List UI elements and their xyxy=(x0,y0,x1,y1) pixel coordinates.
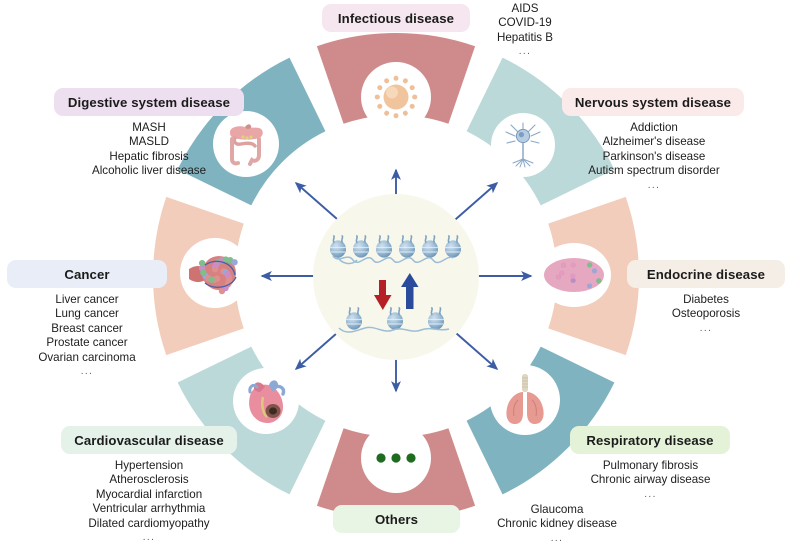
item-infectious-1: COVID-19 xyxy=(498,16,552,30)
label-pill-cardiovascular[interactable]: Cardiovascular disease xyxy=(61,426,237,454)
ellipsis-nervous: ... xyxy=(647,179,661,191)
icon-circle-cancer xyxy=(180,238,250,308)
icon-circle-nervous xyxy=(491,113,555,177)
icon-circle-respiratory xyxy=(490,365,560,435)
nucleosome xyxy=(428,307,444,330)
item-digestive-3: Alcoholic liver disease xyxy=(91,164,207,178)
item-digestive-1: MASLD xyxy=(129,135,169,149)
item-respiratory-0: Pulmonary fibrosis xyxy=(602,459,699,472)
label-text-respiratory: Respiratory disease xyxy=(586,432,714,448)
item-cardiovascular-1: Atherosclerosis xyxy=(109,473,189,487)
neuron-icon xyxy=(505,122,541,168)
nucleosome xyxy=(399,235,415,258)
label-text-endocrine: Endocrine disease xyxy=(646,266,766,282)
item-nervous-2: Parkinson's disease xyxy=(602,149,706,163)
label-pill-digestive[interactable]: Digestive system disease xyxy=(54,88,244,116)
nucleosome xyxy=(422,235,438,258)
icon-circle-others xyxy=(361,423,431,493)
item-endocrine-1: Osteoporosis xyxy=(671,307,741,321)
label-pill-nervous[interactable]: Nervous system disease xyxy=(562,88,744,116)
nucleosome xyxy=(346,307,362,330)
decompaction-up-arrow xyxy=(401,273,419,309)
icon-circle-infectious xyxy=(361,62,431,132)
item-cancer-1: Lung cancer xyxy=(55,307,119,321)
ellipsis-cardiovascular: ... xyxy=(142,532,156,544)
item-infectious-0: AIDS xyxy=(511,2,539,15)
label-text-infectious: Infectious disease xyxy=(337,10,455,26)
label-pill-cancer[interactable]: Cancer xyxy=(7,260,167,288)
item-cancer-2: Breast cancer xyxy=(51,321,123,335)
item-digestive-2: Hepatic fibrosis xyxy=(109,149,189,163)
item-digestive-0: MASH xyxy=(132,121,166,134)
ellipsis-others: ... xyxy=(550,532,564,544)
nucleosome-graphic xyxy=(330,235,461,333)
label-pill-endocrine[interactable]: Endocrine disease xyxy=(627,260,785,288)
icon-circle-endocrine xyxy=(537,243,611,307)
pancreatic-islet-icon xyxy=(544,258,604,292)
ellipsis-infectious: ... xyxy=(518,46,532,58)
nucleosome xyxy=(376,235,392,258)
item-nervous-1: Alzheimer's disease xyxy=(602,135,706,149)
icon-circle-cardiovascular xyxy=(233,368,299,434)
nucleosome xyxy=(353,235,369,258)
item-respiratory-1: Chronic airway disease xyxy=(590,473,711,487)
tumor-vessel-icon xyxy=(189,256,238,295)
label-text-nervous: Nervous system disease xyxy=(574,94,732,110)
virus-icon xyxy=(374,75,418,119)
item-cardiovascular-2: Myocardial infarction xyxy=(95,487,203,501)
three-dots-icon xyxy=(376,453,416,463)
item-cancer-3: Prostate cancer xyxy=(46,336,128,350)
nucleosome xyxy=(387,307,403,330)
item-nervous-3: Autism spectrum disorder xyxy=(588,164,720,178)
nucleosome xyxy=(445,235,461,258)
item-cardiovascular-4: Dilated cardiomyopathy xyxy=(88,516,210,530)
compaction-down-arrow xyxy=(374,280,392,310)
nucleosome-row-top xyxy=(330,235,461,265)
item-others-1: Chronic kidney disease xyxy=(497,517,617,531)
nucleosome xyxy=(330,235,346,258)
label-text-cancer: Cancer xyxy=(64,266,110,282)
ellipsis-cancer: ... xyxy=(80,366,94,378)
lungs-icon xyxy=(506,374,544,424)
item-cardiovascular-0: Hypertension xyxy=(114,459,184,472)
label-pill-infectious[interactable]: Infectious disease xyxy=(322,4,470,32)
item-cancer-0: Liver cancer xyxy=(55,293,119,306)
item-endocrine-0: Diabetes xyxy=(683,293,729,306)
item-cardiovascular-3: Ventricular arrhythmia xyxy=(92,502,206,516)
icon-circle-digestive xyxy=(213,111,279,177)
item-nervous-0: Addiction xyxy=(630,121,678,134)
label-pill-respiratory[interactable]: Respiratory disease xyxy=(570,426,730,454)
ellipsis-respiratory: ... xyxy=(644,488,657,500)
label-text-cardiovascular: Cardiovascular disease xyxy=(74,432,224,448)
heart-icon xyxy=(248,380,286,424)
ellipsis-endocrine: ... xyxy=(699,322,713,334)
label-text-others: Others xyxy=(374,511,419,527)
item-infectious-2: Hepatitis B xyxy=(496,30,554,44)
item-cancer-4: Ovarian carcinoma xyxy=(38,350,136,364)
chromatin-hub xyxy=(313,194,479,360)
label-text-digestive: Digestive system disease xyxy=(67,94,231,110)
label-pill-others[interactable]: Others xyxy=(333,505,460,533)
liver-intestine-icon xyxy=(230,124,263,166)
item-others-0: Glaucoma xyxy=(530,503,584,516)
